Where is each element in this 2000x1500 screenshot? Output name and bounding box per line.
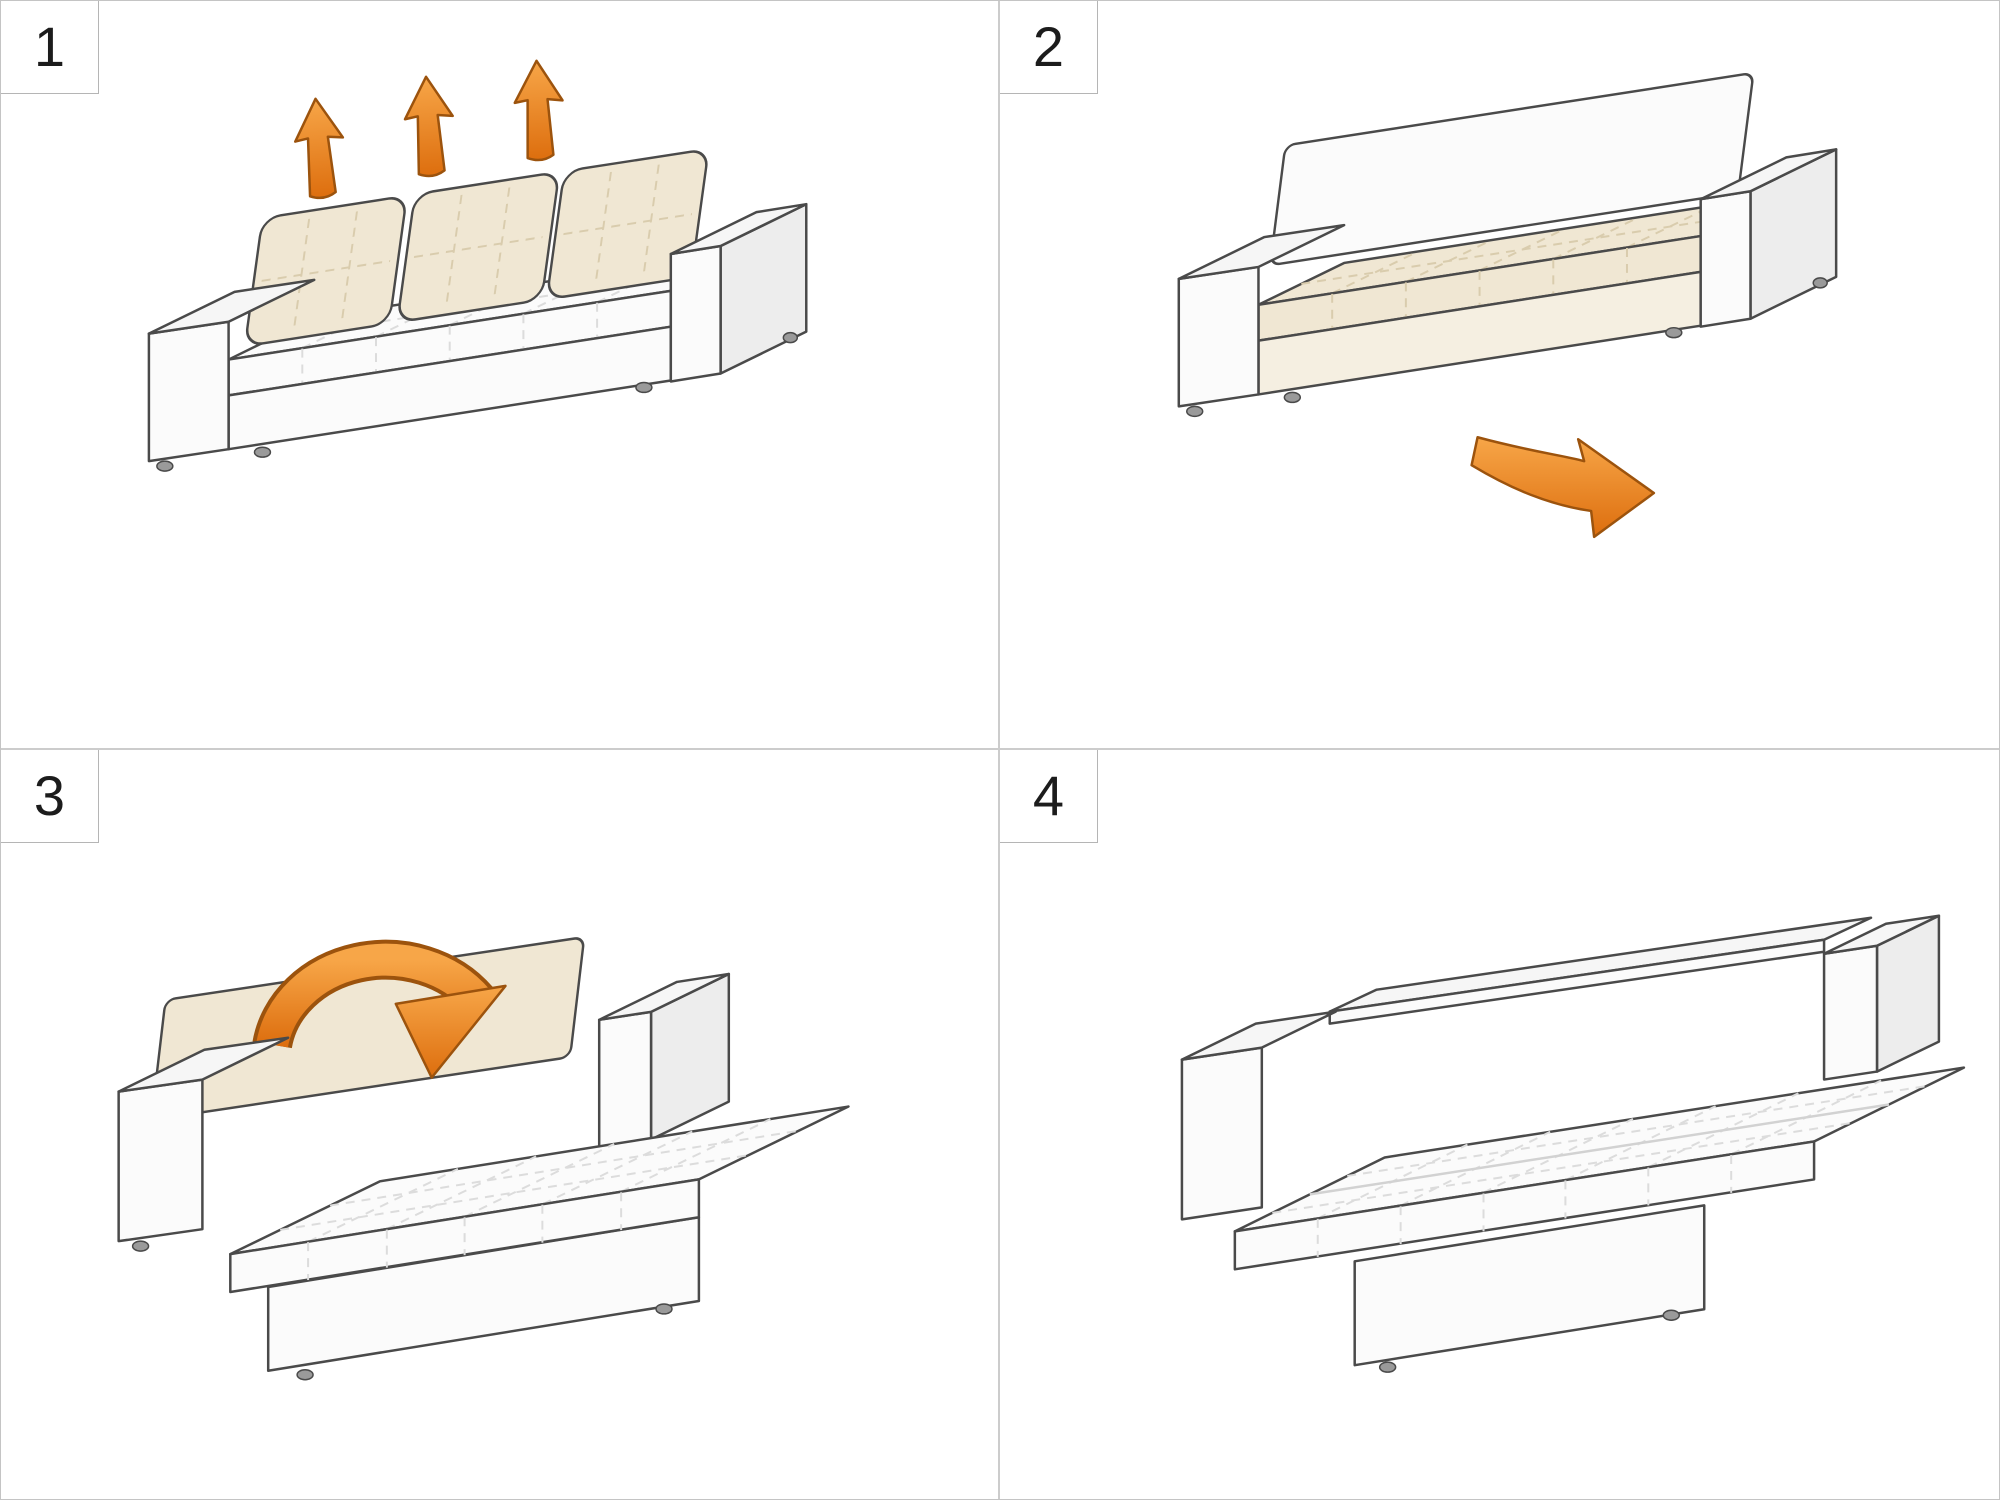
flat-bed-illustration (1180, 914, 1966, 1373)
step-number-badge: 1 (1, 1, 99, 94)
sofa-seat-pulled-out-illustration (117, 937, 850, 1381)
up-arrow-icon (403, 75, 454, 178)
step-number: 2 (1032, 15, 1065, 78)
back-cushion-middle (398, 173, 559, 321)
back-cushion-left (245, 197, 406, 345)
step-number: 3 (33, 764, 66, 827)
back-rail (1328, 916, 1873, 1025)
step-panel-4: 4 (1000, 750, 1999, 1499)
bed-frame-box (1353, 1204, 1706, 1373)
bed-surface (1233, 1066, 1966, 1271)
step-number-badge: 2 (1000, 1, 1098, 94)
back-cushion-right (547, 150, 708, 299)
sofa-cushions-removed-illustration (1177, 73, 1838, 539)
backrest-panel (1270, 73, 1754, 266)
armrest-left (147, 278, 316, 472)
step-number-badge: 3 (1, 750, 99, 843)
armrest-right (1822, 914, 1941, 1081)
armrest-right (597, 972, 731, 1149)
lift-up-arrow-icons (294, 59, 564, 200)
step-panel-3: 3 (1, 750, 1000, 1499)
step-panel-2: 2 (1000, 1, 1999, 750)
armrest-left (117, 1036, 290, 1252)
up-arrow-icon (294, 97, 345, 200)
fold-over-arrow-icon (252, 939, 507, 1079)
armrest-left (1177, 223, 1346, 418)
step-number: 1 (33, 15, 66, 78)
sofa-seat (1257, 192, 1788, 342)
sofa-with-back-cushions-illustration (147, 59, 808, 472)
armrest-right (1699, 148, 1838, 328)
step-number-badge: 4 (1000, 750, 1098, 843)
armrest-left (1180, 1010, 1337, 1221)
armrest-right (669, 202, 808, 383)
pull-out-arrow-icon (1470, 436, 1656, 539)
pulled-out-seat (229, 1105, 850, 1294)
step-number: 4 (1032, 764, 1065, 827)
step-panel-1: 1 (1, 1, 1000, 750)
up-arrow-icon (513, 59, 564, 162)
